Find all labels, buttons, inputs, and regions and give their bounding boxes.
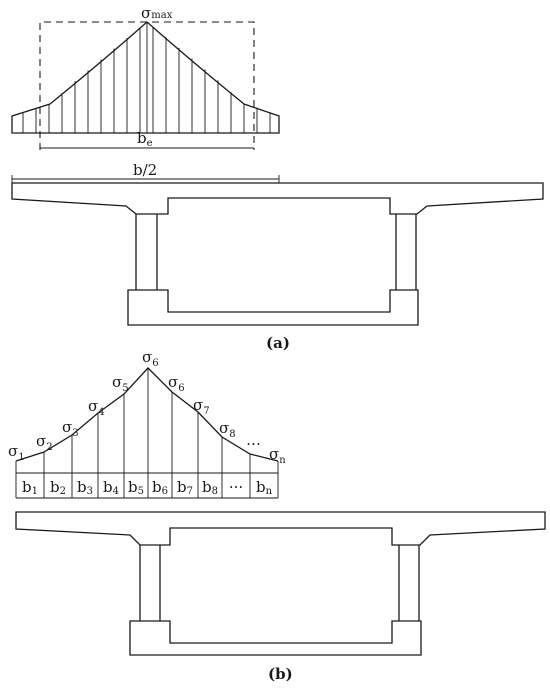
sigma-label: σ7 [193,396,210,417]
strip-width-label: b1 [22,478,38,497]
sigma-label: σ6 [168,373,185,394]
panel-a: σmax be b/2 (a) [11,4,544,352]
top-flange-outline [15,511,546,546]
strip-width-label: b2 [50,478,66,497]
sigma-max-label: σmax [141,4,173,22]
strip-width-label: ··· [229,478,243,496]
strip-width-labels: b1 b2 b3 b4 b5 b6 b7 b8 ··· bn [22,478,273,497]
caption-b: (b) [268,665,293,683]
box-girder-section-a [11,182,544,326]
strip-width-label: b3 [77,478,93,497]
bottom-flange-outline [127,289,419,326]
sigma-labels: σ1 σ2 σ3 σ4 σ5 σ6 σ6 σ7 σ8 σn [8,348,286,466]
strip-width-label: bn [256,478,273,497]
sigma-label: σ2 [36,432,53,453]
effective-width-label: be [137,129,153,149]
sigma-label: σ1 [8,442,25,463]
caption-a: (a) [266,334,290,352]
half-width-label: b/2 [133,161,157,179]
strip-width-label: b4 [103,478,119,497]
box-girder-section-b [15,511,546,656]
bottom-flange-outline [129,620,422,656]
sigma-label: σn [269,445,286,466]
sigma-label: σ4 [88,397,105,418]
strip-width-label: b8 [202,478,218,497]
sigma-label: σ5 [112,373,129,394]
top-flange-outline [11,182,544,215]
stepped-stress-curve [15,367,279,462]
panel-b: σ1 σ2 σ3 σ4 σ5 σ6 σ6 σ7 σ8 σn … b1 b2 b3 b4 b5 b6 b7 b8 ·… [8,348,546,683]
sigma-label: σ3 [62,418,79,439]
sigma-label: σ6 [142,348,159,369]
strip-width-label: b7 [177,478,193,497]
sigma-label: σ8 [219,419,236,440]
stress-distribution-curve [11,21,280,134]
strip-divisions [15,368,279,498]
stress-hatching [22,22,271,133]
sigma-ellipsis: … [246,431,261,449]
strip-width-label: b6 [152,478,168,497]
strip-width-label: b5 [128,478,144,497]
